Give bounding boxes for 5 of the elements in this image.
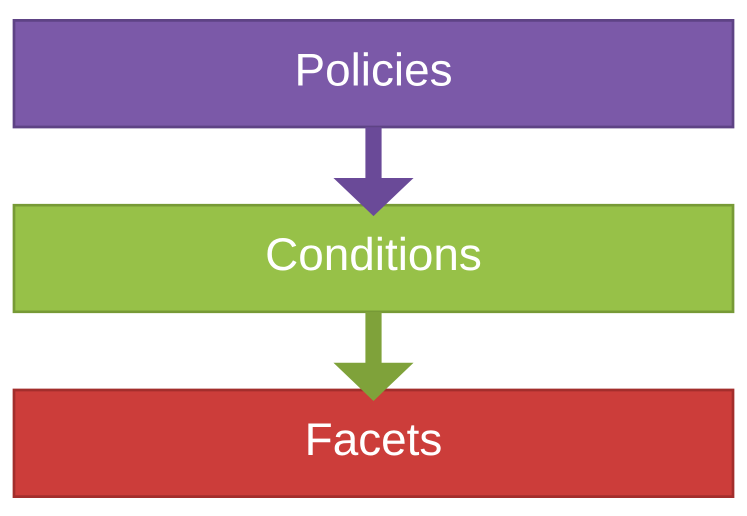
node-box: Facets (12, 388, 734, 498)
arrow (333, 126, 414, 216)
arrow (333, 312, 414, 400)
node-box: Conditions (12, 203, 734, 313)
node-box: Policies (12, 18, 734, 128)
